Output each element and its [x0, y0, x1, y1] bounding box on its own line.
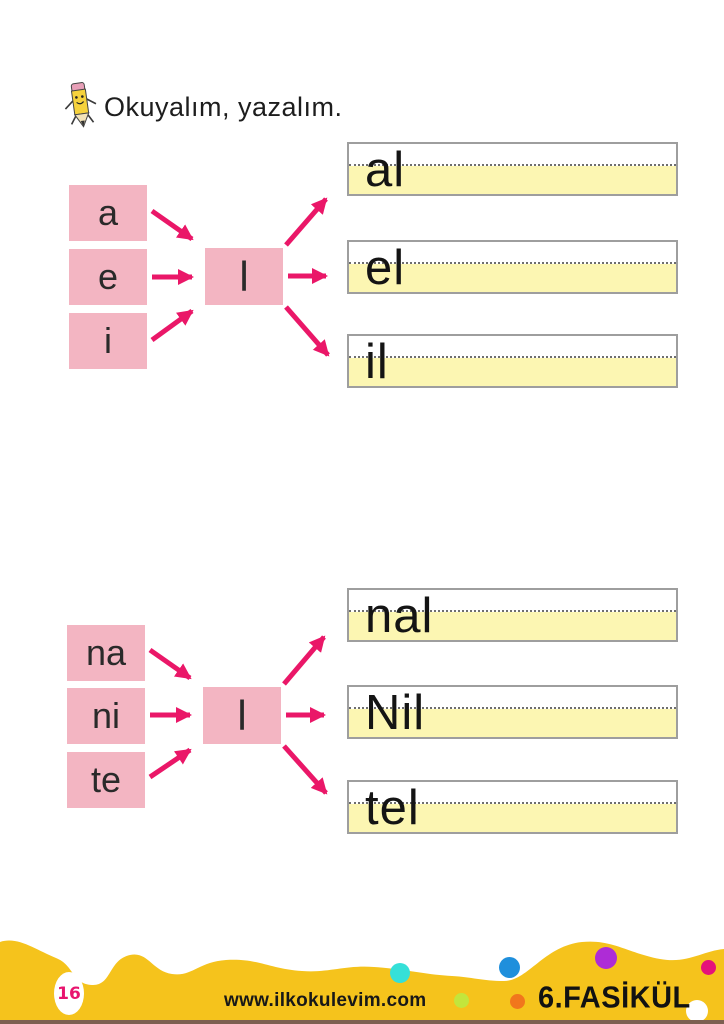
syllable-box-ni: ni: [67, 688, 145, 744]
center-letter-box-l: l: [205, 248, 283, 305]
syllable-label: e: [97, 256, 119, 297]
confetti-dot: [595, 947, 617, 969]
footer-wave: [0, 940, 724, 1024]
word-label: al: [365, 143, 406, 198]
word-label: il: [365, 335, 389, 390]
writing-line-lower-band: [349, 804, 676, 832]
writing-line-upper-band: [349, 242, 676, 264]
pencil-character-icon: [64, 82, 97, 128]
writing-line-upper-band: [349, 336, 676, 358]
writing-line-il: il: [347, 334, 678, 388]
arrow: [148, 647, 192, 681]
writing-line-el: el: [347, 240, 678, 294]
booklet-label: 6.FASİKÜL: [538, 981, 691, 1015]
writing-line-nal: nal: [347, 588, 678, 642]
writing-line-upper-band: [349, 144, 676, 166]
confetti-dot: [510, 994, 525, 1009]
writing-line-upper-band: [349, 590, 676, 612]
syllable-box-na: na: [67, 625, 145, 681]
center-letter-label: l: [237, 691, 247, 739]
writing-line-lower-band: [349, 709, 676, 737]
word-label: Nil: [365, 686, 426, 741]
arrow: [282, 744, 328, 795]
arrow: [148, 747, 192, 780]
writing-line-lower-band: [349, 166, 676, 194]
writing-line-lower-band: [349, 612, 676, 640]
syllable-label: ni: [91, 695, 121, 736]
page-number-badge: 16: [54, 972, 84, 1015]
word-label: el: [365, 241, 406, 296]
confetti-dot: [499, 957, 520, 978]
arrow: [150, 308, 194, 343]
syllable-label: te: [90, 759, 122, 800]
page-number: 16: [57, 983, 81, 1004]
confetti-dot: [701, 960, 716, 975]
confetti-dot: [454, 993, 469, 1008]
center-letter-box-l: l: [203, 687, 281, 744]
word-label: nal: [365, 589, 434, 644]
arrow: [282, 635, 326, 686]
page-edge-strip: [0, 1020, 724, 1024]
syllable-label: na: [85, 632, 127, 673]
writing-line-upper-band: [349, 687, 676, 709]
writing-line-upper-band: [349, 782, 676, 804]
arrow: [284, 305, 330, 357]
arrow: [284, 197, 328, 247]
writing-line-lower-band: [349, 264, 676, 292]
syllable-label: i: [104, 320, 112, 361]
syllable-box-i: i: [69, 313, 147, 369]
page-title: Okuyalım, yazalım.: [104, 92, 343, 122]
syllable-box-e: e: [69, 249, 147, 305]
writing-line-al: al: [347, 142, 678, 196]
website-text: www.ilkokulevim.com: [224, 990, 427, 1011]
syllable-label: a: [97, 192, 119, 233]
word-label: tel: [365, 781, 420, 836]
syllable-box-a: a: [69, 185, 147, 241]
writing-line-lower-band: [349, 358, 676, 386]
header: Okuyalım, yazalım.: [0, 0, 724, 140]
confetti-dot: [686, 1000, 708, 1022]
writing-line-tel: tel: [347, 780, 678, 834]
center-letter-label: l: [239, 252, 249, 300]
writing-line-nil: Nil: [347, 685, 678, 739]
arrow: [150, 208, 194, 242]
confetti-dot: [390, 963, 410, 983]
syllable-box-te: te: [67, 752, 145, 808]
